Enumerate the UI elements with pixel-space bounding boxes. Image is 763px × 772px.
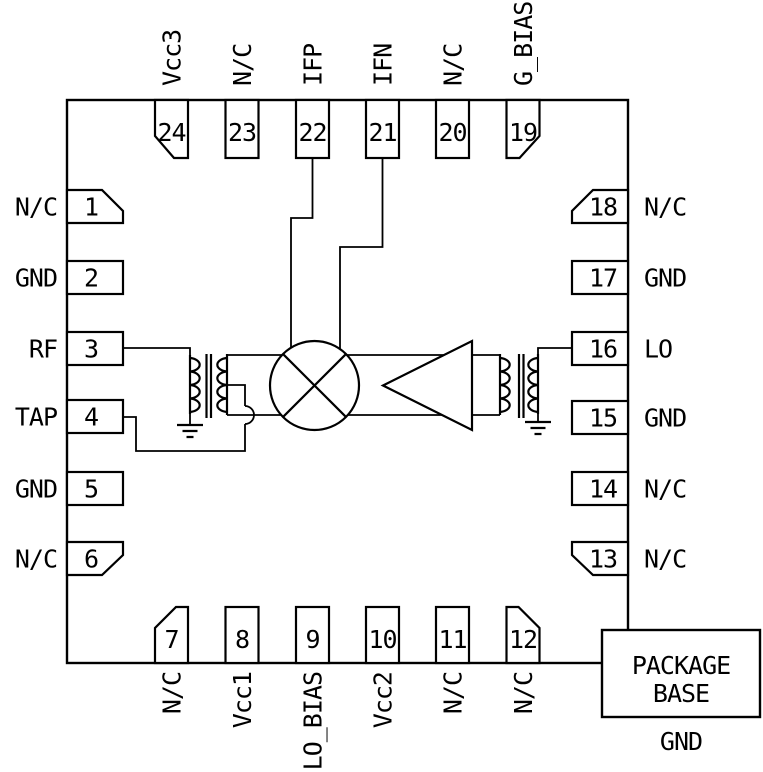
pin-1-box	[65, 188, 125, 225]
pin-3-label: RF	[29, 335, 57, 364]
pin-10-label: Vcc2	[369, 672, 398, 728]
pin-14-number: 14	[589, 475, 617, 504]
pin-7-number: 7	[164, 625, 178, 654]
package-base-line2: BASE	[653, 679, 709, 708]
rf-transformer-core	[205, 354, 213, 418]
pin-6-number: 6	[84, 545, 98, 574]
pin-14-box	[570, 470, 630, 507]
pin-23-label: N/C	[228, 44, 257, 86]
pin-21-number: 21	[368, 118, 396, 147]
pin-17-box	[570, 259, 630, 296]
lo-ground-symbol	[525, 420, 551, 436]
package-base-ground-label: GND	[660, 727, 702, 756]
pin-5-number: 5	[84, 475, 98, 504]
pin-18-label: N/C	[644, 193, 686, 222]
pin-7-label: N/C	[158, 672, 187, 714]
pin-1-number: 1	[84, 193, 98, 222]
pin-13-label: N/C	[644, 545, 686, 574]
pin-13-box	[570, 540, 630, 577]
pin-19-label: G_BIAS	[509, 2, 538, 86]
rf-ground-symbol	[177, 423, 203, 439]
lo-wire	[537, 347, 572, 358]
pin-24-number: 24	[157, 118, 185, 147]
pin-12-label: N/C	[509, 672, 538, 714]
pin-23-box	[224, 98, 260, 160]
pin-21-label: IFN	[369, 44, 398, 86]
pin-16-label: LO	[644, 335, 672, 364]
pin-11-number: 11	[438, 625, 466, 654]
amplifier-triangle	[380, 339, 474, 432]
pin-20-label: N/C	[439, 44, 468, 86]
pin-18-number: 18	[589, 193, 617, 222]
pin-8-number: 8	[235, 625, 249, 654]
pin-24-label: Vcc3	[158, 30, 187, 86]
lo-transformer-secondary-coil	[527, 356, 539, 414]
chip-body-outline	[65, 98, 630, 665]
package-base-box	[600, 628, 762, 719]
pin-21-box	[364, 98, 401, 160]
ifn-wire	[339, 158, 384, 385]
pin-5-box	[65, 470, 125, 507]
ifp-wire	[290, 158, 314, 385]
pin-20-number: 20	[438, 118, 466, 147]
pin-12-number: 12	[509, 625, 537, 654]
pin-19-box	[505, 98, 541, 160]
pin-11-label: N/C	[439, 672, 468, 714]
pin-9-number: 9	[305, 625, 319, 654]
pin-10-box	[364, 605, 401, 665]
pin-20-box	[434, 98, 471, 160]
pin-9-box	[294, 605, 331, 665]
pin-4-number: 4	[84, 403, 98, 432]
pin-17-label: GND	[644, 264, 686, 293]
pin-23-number: 23	[228, 118, 256, 147]
pin-22-box	[294, 98, 331, 160]
pin-2-number: 2	[84, 264, 98, 293]
pin-24-box	[153, 98, 190, 160]
rf-wire	[123, 347, 191, 358]
rf-transformer-primary-coil	[189, 356, 201, 414]
pin-13-number: 13	[589, 545, 617, 574]
pin-2-box	[65, 259, 125, 296]
pin-5-label: GND	[15, 475, 57, 504]
tap-wire	[123, 384, 246, 452]
pin-6-label: N/C	[15, 545, 57, 574]
pin-6-box	[65, 540, 125, 577]
pin-12-box	[505, 605, 541, 665]
pin-3-box	[65, 330, 125, 367]
pin-2-label: GND	[15, 264, 57, 293]
rf-transformer-secondary-coil	[216, 356, 228, 414]
pin-11-box	[434, 605, 471, 665]
lo-transformer-primary-coil	[499, 356, 511, 414]
pin-18-box	[570, 188, 630, 225]
pin-15-number: 15	[589, 404, 617, 433]
pin-8-box	[224, 605, 260, 665]
pin-4-box	[65, 398, 125, 435]
pin-16-box	[570, 330, 630, 367]
lo-transformer-core	[517, 354, 525, 418]
pin-7-box	[153, 605, 190, 665]
pin-8-label: Vcc1	[228, 672, 257, 728]
pin-22-number: 22	[298, 118, 326, 147]
pin-15-label: GND	[644, 404, 686, 433]
pin-9-label: LO_BIAS	[299, 672, 328, 770]
pin-15-box	[570, 399, 630, 436]
pin-17-number: 17	[589, 264, 617, 293]
pin-22-label: IFP	[299, 44, 328, 86]
pin-10-number: 10	[368, 625, 396, 654]
pin-19-number: 19	[509, 118, 537, 147]
mixer-x-icon	[282, 353, 347, 418]
pin-14-label: N/C	[644, 475, 686, 504]
pin-4-label: TAP	[15, 403, 57, 432]
pin-16-number: 16	[589, 335, 617, 364]
pin-3-number: 3	[84, 335, 98, 364]
package-base-line1: PACKAGE	[632, 651, 730, 680]
pin-1-label: N/C	[15, 193, 57, 222]
